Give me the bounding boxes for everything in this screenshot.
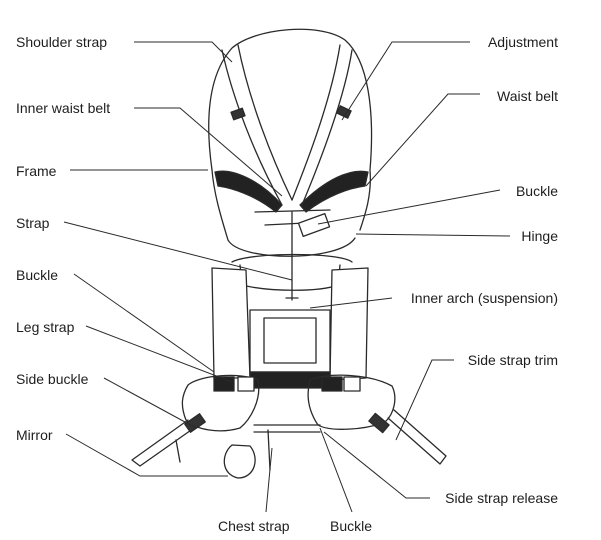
leader-side-strap-release [323,431,430,499]
leader-inner-arch [309,297,393,309]
leader-hinge [355,233,511,237]
leader-side-strap-trim [395,359,454,441]
leader-strap [63,221,293,281]
side-strap-left [131,419,195,467]
right-shoulder-dark [299,170,369,213]
leader-buckle-right [317,189,501,225]
label-mirror: Mirror [16,427,53,443]
leg-pad-right [329,267,369,381]
label-side-strap-release: Side strap release [445,490,558,506]
shoulder-strap-left [221,49,283,206]
label-buckle-bottom: Buckle [330,518,373,534]
leader-leg-strap [85,325,233,383]
leader-buckle-left [73,273,215,373]
leader-buckle-bottom [319,427,353,513]
side-strap-right [387,409,447,465]
label-buckle-right: Buckle [515,183,558,199]
leader-waist-belt [365,93,480,187]
label-strap: Strap [16,215,50,231]
label-leg-strap: Leg strap [16,319,75,335]
label-frame: Frame [16,163,57,179]
leader-chest-strap [265,447,273,513]
mirror-shape [223,444,256,479]
shoulder-strap-right [301,49,353,206]
label-shoulder-strap: Shoulder strap [16,34,108,50]
leader-inner-waist-belt [134,107,283,197]
label-inner-arch: Inner arch (suspension) [410,290,558,306]
label-inner-waist-belt: Inner waist belt [16,100,111,116]
leader-mirror [65,433,228,477]
frame-side-left [211,169,229,241]
leg-loop-left [181,374,260,432]
label-hinge: Hinge [521,228,558,244]
leader-side-buckle [103,377,197,429]
leg-pad-left [211,267,251,379]
label-chest-strap: Chest strap [218,518,290,534]
left-shoulder-dark [214,170,283,213]
label-waist-belt: Waist belt [497,88,558,104]
label-buckle-left: Buckle [16,267,59,283]
leader-shoulder-strap [134,41,233,63]
label-side-buckle: Side buckle [16,371,89,387]
leader-adjustment [341,41,470,121]
label-side-strap-trim: Side strap trim [467,352,558,368]
label-adjustment: Adjustment [487,34,558,50]
back-pad [208,28,373,231]
inner-arch [227,237,356,257]
leader-lines [63,41,511,513]
